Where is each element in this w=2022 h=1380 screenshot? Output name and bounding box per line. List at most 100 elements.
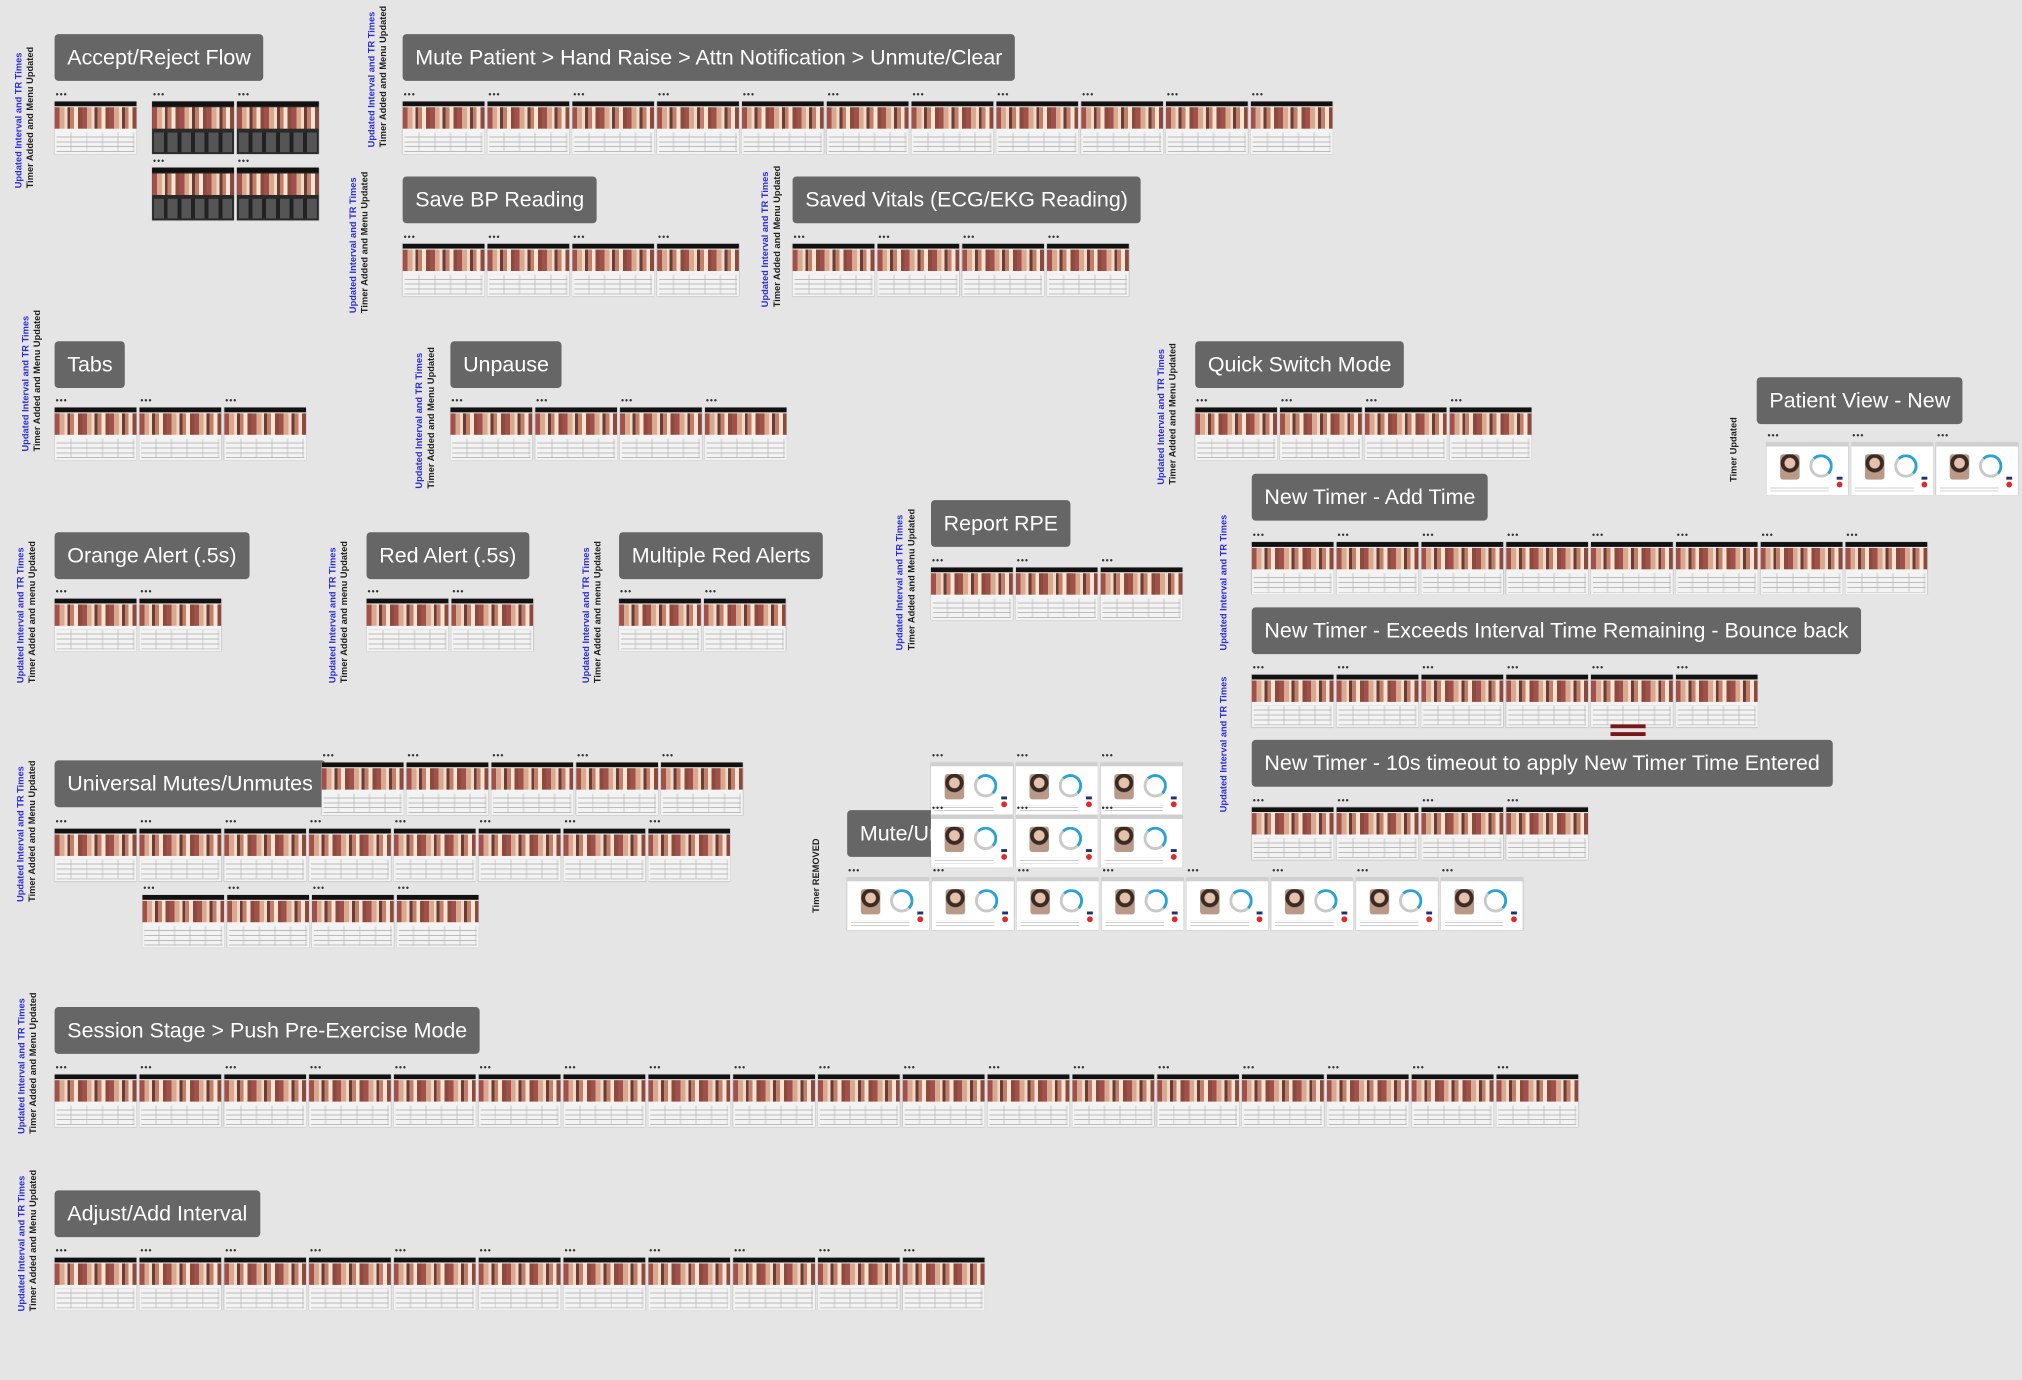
- screen-thumbnail-mute-patient-hand-raise-attn-notification-unmute-clear[interactable]: •••: [741, 90, 824, 155]
- screen-thumbnail-unpause[interactable]: •••: [450, 396, 533, 461]
- more-options-icon[interactable]: •••: [1047, 232, 1061, 242]
- screen-thumbnail-adjust-add-interval[interactable]: •••: [54, 1246, 137, 1311]
- screen-thumbnail-universal-mutes-unmutes[interactable]: •••: [563, 817, 646, 882]
- screen-thumbnail-session-stage-push-pre-exercise-mode[interactable]: •••: [817, 1063, 900, 1127]
- more-options-icon[interactable]: •••: [649, 1062, 662, 1073]
- screen-thumbnail-universal-mutes-unmutes[interactable]: •••: [142, 884, 225, 948]
- screen-thumbnail-session-stage-push-pre-exercise-mode[interactable]: •••: [733, 1063, 815, 1127]
- screen-thumbnail-accept-reject-flow[interactable]: •••: [236, 156, 319, 221]
- screen-thumbnail-mute-unmutes[interactable]: •••: [847, 866, 930, 931]
- screen-thumbnail-universal-mutes-unmutes[interactable]: •••: [321, 751, 404, 815]
- more-options-icon[interactable]: •••: [903, 1062, 916, 1073]
- screen-thumbnail-universal-mutes-unmutes[interactable]: •••: [393, 817, 476, 882]
- screen-thumbnail-session-stage-push-pre-exercise-mode[interactable]: •••: [54, 1063, 137, 1127]
- more-options-icon[interactable]: •••: [1082, 89, 1095, 100]
- screen-thumbnail-report-rpe[interactable]: •••: [1015, 556, 1098, 621]
- more-options-icon[interactable]: •••: [55, 586, 68, 597]
- screen-thumbnail-new-timer-add-time[interactable]: •••: [1760, 531, 1843, 595]
- section-new-timer-timeout[interactable]: New Timer - 10s timeout to apply New Tim…: [1251, 739, 1833, 787]
- screen-thumbnail-saved-vitals-ecg-ekg-reading[interactable]: •••: [1047, 233, 1129, 297]
- more-options-icon[interactable]: •••: [397, 883, 410, 893]
- screen-thumbnail-quick-switch-mode[interactable]: •••: [1449, 396, 1532, 461]
- screen-thumbnail-patient-view-new[interactable]: •••: [1936, 431, 2018, 496]
- screen-thumbnail-accept-reject-flow[interactable]: •••: [152, 156, 234, 221]
- screen-thumbnail-adjust-add-interval[interactable]: •••: [393, 1246, 476, 1311]
- screen-thumbnail-session-stage-push-pre-exercise-mode[interactable]: •••: [1241, 1063, 1324, 1127]
- screen-thumbnail-mute-unmutes[interactable]: •••: [1015, 751, 1098, 815]
- screen-thumbnail-mute-unmutes[interactable]: •••: [1100, 751, 1183, 815]
- more-options-icon[interactable]: •••: [143, 883, 156, 893]
- more-options-icon[interactable]: •••: [931, 750, 945, 761]
- screen-thumbnail-session-stage-push-pre-exercise-mode[interactable]: •••: [648, 1063, 731, 1127]
- more-options-icon[interactable]: •••: [1507, 662, 1520, 673]
- screen-thumbnail-adjust-add-interval[interactable]: •••: [563, 1246, 646, 1311]
- section-new-timer-exceeds[interactable]: New Timer - Exceeds Interval Time Remain…: [1251, 607, 1862, 655]
- more-options-icon[interactable]: •••: [403, 232, 416, 242]
- screen-thumbnail-multiple-red-alerts[interactable]: •••: [703, 587, 786, 652]
- more-options-icon[interactable]: •••: [1507, 795, 1520, 806]
- more-options-icon[interactable]: •••: [228, 883, 241, 893]
- screen-thumbnail-mute-patient-hand-raise-attn-notification-unmute-clear[interactable]: •••: [996, 90, 1079, 155]
- screen-thumbnail-new-timer-exceeds-interval-time-remaining-bounce-back[interactable]: •••: [1591, 663, 1673, 728]
- more-options-icon[interactable]: •••: [793, 232, 806, 242]
- screen-thumbnail-session-stage-push-pre-exercise-mode[interactable]: •••: [1072, 1063, 1155, 1127]
- screen-thumbnail-session-stage-push-pre-exercise-mode[interactable]: •••: [563, 1063, 646, 1127]
- more-options-icon[interactable]: •••: [1251, 89, 1264, 100]
- screen-thumbnail-adjust-add-interval[interactable]: •••: [224, 1246, 307, 1311]
- section-unpause[interactable]: Unpause: [450, 341, 562, 389]
- section-quick-switch-mode[interactable]: Quick Switch Mode: [1195, 341, 1405, 389]
- more-options-icon[interactable]: •••: [237, 89, 251, 100]
- more-options-icon[interactable]: •••: [451, 395, 464, 406]
- more-options-icon[interactable]: •••: [1507, 530, 1520, 541]
- screen-thumbnail-patient-view-new[interactable]: •••: [1766, 431, 1849, 496]
- screen-thumbnail-new-timer-exceeds-interval-time-remaining-bounce-back[interactable]: •••: [1251, 663, 1334, 728]
- more-options-icon[interactable]: •••: [932, 865, 946, 876]
- more-options-icon[interactable]: •••: [1412, 1062, 1425, 1073]
- screen-thumbnail-mute-unmutes[interactable]: •••: [1016, 866, 1099, 931]
- screen-thumbnail-session-stage-push-pre-exercise-mode[interactable]: •••: [139, 1063, 222, 1127]
- more-options-icon[interactable]: •••: [492, 750, 505, 761]
- section-new-timer-add-time[interactable]: New Timer - Add Time: [1251, 473, 1489, 521]
- more-options-icon[interactable]: •••: [367, 586, 380, 597]
- screen-thumbnail-new-timer-10s-timeout-to-apply-new-timer-time-entered[interactable]: •••: [1506, 796, 1589, 860]
- more-options-icon[interactable]: •••: [827, 89, 840, 100]
- section-universal-mutes[interactable]: Universal Mutes/Unmutes: [54, 760, 326, 808]
- more-options-icon[interactable]: •••: [1337, 662, 1350, 673]
- screen-thumbnail-unpause[interactable]: •••: [704, 396, 787, 461]
- more-options-icon[interactable]: •••: [573, 89, 586, 100]
- screen-thumbnail-report-rpe[interactable]: •••: [1100, 556, 1183, 621]
- screen-thumbnail-quick-switch-mode[interactable]: •••: [1280, 396, 1362, 461]
- section-red-alert[interactable]: Red Alert (.5s): [366, 532, 529, 580]
- section-accept-reject-flow[interactable]: Accept/Reject Flow: [54, 34, 264, 81]
- more-options-icon[interactable]: •••: [55, 89, 68, 100]
- more-options-icon[interactable]: •••: [1852, 430, 1865, 441]
- more-options-icon[interactable]: •••: [564, 816, 577, 827]
- screen-thumbnail-universal-mutes-unmutes[interactable]: •••: [648, 817, 731, 882]
- more-options-icon[interactable]: •••: [1187, 865, 1200, 876]
- more-options-icon[interactable]: •••: [394, 1062, 407, 1073]
- more-options-icon[interactable]: •••: [310, 816, 323, 827]
- more-options-icon[interactable]: •••: [452, 586, 465, 597]
- more-options-icon[interactable]: •••: [1166, 89, 1180, 100]
- more-options-icon[interactable]: •••: [564, 1245, 577, 1256]
- more-options-icon[interactable]: •••: [1017, 865, 1030, 876]
- screen-thumbnail-new-timer-exceeds-interval-time-remaining-bounce-back[interactable]: •••: [1506, 663, 1589, 728]
- screen-thumbnail-tabs[interactable]: •••: [54, 396, 137, 461]
- screen-thumbnail-mute-patient-hand-raise-attn-notification-unmute-clear[interactable]: •••: [1165, 90, 1248, 155]
- more-options-icon[interactable]: •••: [225, 816, 238, 827]
- more-options-icon[interactable]: •••: [912, 89, 925, 100]
- screen-thumbnail-orange-alert-5s[interactable]: •••: [139, 587, 222, 652]
- screen-thumbnail-mute-unmutes[interactable]: •••: [1100, 804, 1183, 868]
- more-options-icon[interactable]: •••: [55, 1062, 68, 1073]
- more-options-icon[interactable]: •••: [1676, 662, 1689, 673]
- section-mute-patient-flow[interactable]: Mute Patient > Hand Raise > Attn Notific…: [402, 34, 1016, 81]
- section-orange-alert[interactable]: Orange Alert (.5s): [54, 532, 250, 580]
- more-options-icon[interactable]: •••: [1272, 865, 1285, 876]
- more-options-icon[interactable]: •••: [153, 89, 166, 100]
- screen-thumbnail-universal-mutes-unmutes[interactable]: •••: [54, 817, 137, 882]
- screen-thumbnail-new-timer-exceeds-interval-time-remaining-bounce-back[interactable]: •••: [1421, 663, 1504, 728]
- more-options-icon[interactable]: •••: [963, 232, 976, 242]
- more-options-icon[interactable]: •••: [488, 89, 501, 100]
- more-options-icon[interactable]: •••: [658, 89, 671, 100]
- screen-thumbnail-mute-unmutes[interactable]: •••: [1271, 866, 1354, 931]
